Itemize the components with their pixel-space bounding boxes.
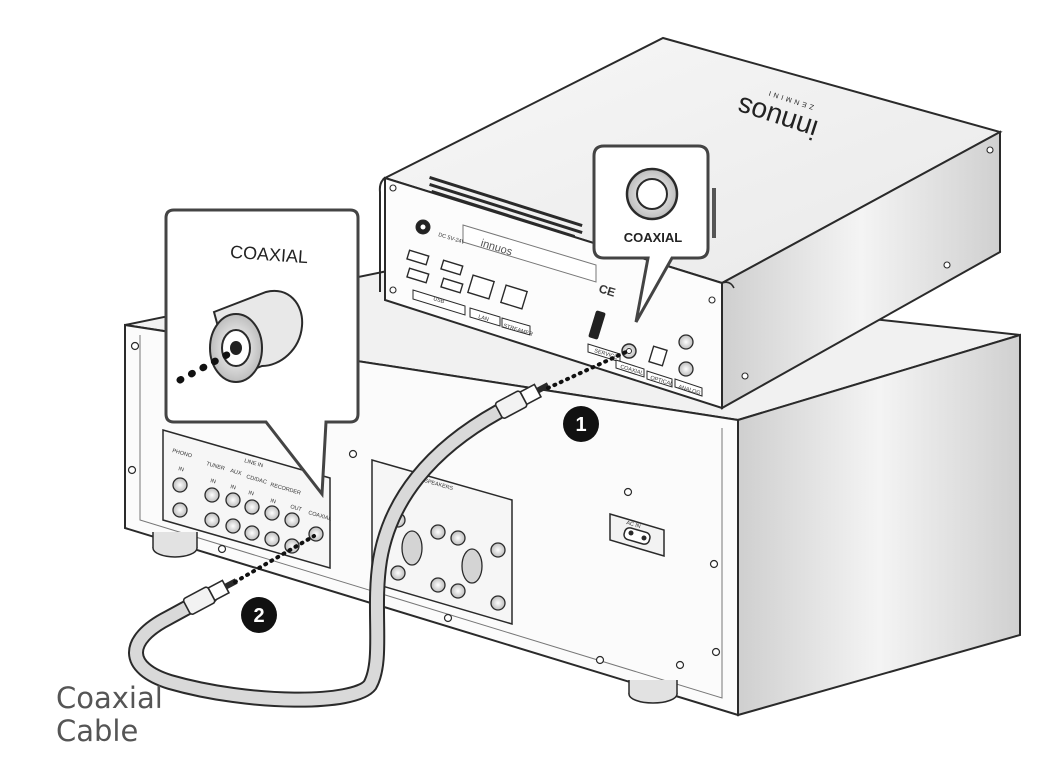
label-in-1: IN xyxy=(177,466,184,473)
usb-ports xyxy=(406,249,464,294)
label-phono: PHONO xyxy=(171,448,193,460)
dotted-path-1 xyxy=(546,350,628,390)
label-tuner: TUNER xyxy=(205,461,225,472)
step-1-number: 1 xyxy=(575,414,586,436)
label-usb: USB xyxy=(432,296,445,305)
label-lan: LAN xyxy=(477,314,489,323)
ce-mark: CE xyxy=(597,281,617,299)
amp-rca-jacks xyxy=(172,477,324,554)
callout-streamer-label: COAXIAL xyxy=(624,230,683,245)
coaxial-cable-label: Coaxial Cable xyxy=(56,682,163,748)
streamer-screws xyxy=(389,146,994,380)
callout-dotted-path xyxy=(176,346,240,384)
rca-plug-2 xyxy=(182,578,238,615)
label-ac-in: AC IN xyxy=(625,520,641,530)
callout-streamer-coaxial: COAXIAL xyxy=(592,144,710,323)
analog-jacks xyxy=(678,334,694,377)
label-aux: AUX xyxy=(229,468,242,477)
label-in-4: IN xyxy=(247,490,254,497)
amp-input-section xyxy=(162,429,331,569)
port-label-bars xyxy=(412,289,531,336)
coaxial-cable xyxy=(128,350,628,708)
zoomed-rca-jack xyxy=(209,289,304,383)
lan-ports xyxy=(466,274,529,310)
amp-screws xyxy=(127,341,721,670)
optical-port xyxy=(648,345,668,367)
label-line-in: LINE IN xyxy=(243,458,263,469)
label-cddac: CD/DAC xyxy=(245,474,267,486)
callout-amp-coaxial: COAXIAL xyxy=(164,208,360,499)
cable-label-line-2: Cable xyxy=(56,714,139,748)
service-port xyxy=(588,310,606,340)
cable-body xyxy=(130,406,504,706)
rca-plug-1 xyxy=(494,382,550,419)
streamer-vents xyxy=(429,175,716,238)
dotted-path-2 xyxy=(233,534,316,584)
label-in-5: IN xyxy=(269,498,276,505)
panel-brand-strip xyxy=(462,224,597,283)
cable-label-line-1: Coaxial xyxy=(56,681,163,715)
label-in-3: IN xyxy=(229,484,236,491)
label-out: OUT xyxy=(289,504,302,513)
amp-coaxial-jack xyxy=(308,526,324,542)
step-badge-2: 2 xyxy=(241,597,277,633)
speaker-terminals xyxy=(390,512,506,611)
label-in-2: IN xyxy=(209,478,216,485)
step-badge-1: 1 xyxy=(563,406,599,442)
step-2-number: 2 xyxy=(253,605,264,627)
